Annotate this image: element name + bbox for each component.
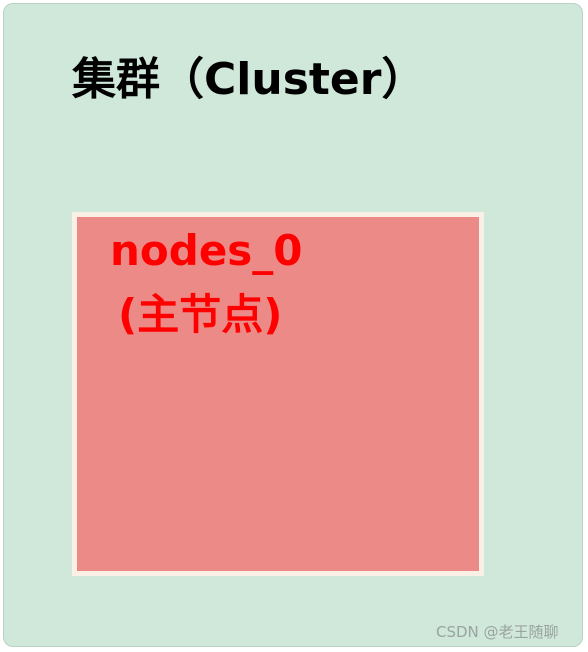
cluster-title: 集群（Cluster） xyxy=(72,54,426,105)
watermark: CSDN @老王随聊 xyxy=(436,623,559,641)
node-box xyxy=(72,212,484,576)
node-name: nodes_0 xyxy=(110,226,303,275)
node-role: (主节点) xyxy=(118,290,283,339)
